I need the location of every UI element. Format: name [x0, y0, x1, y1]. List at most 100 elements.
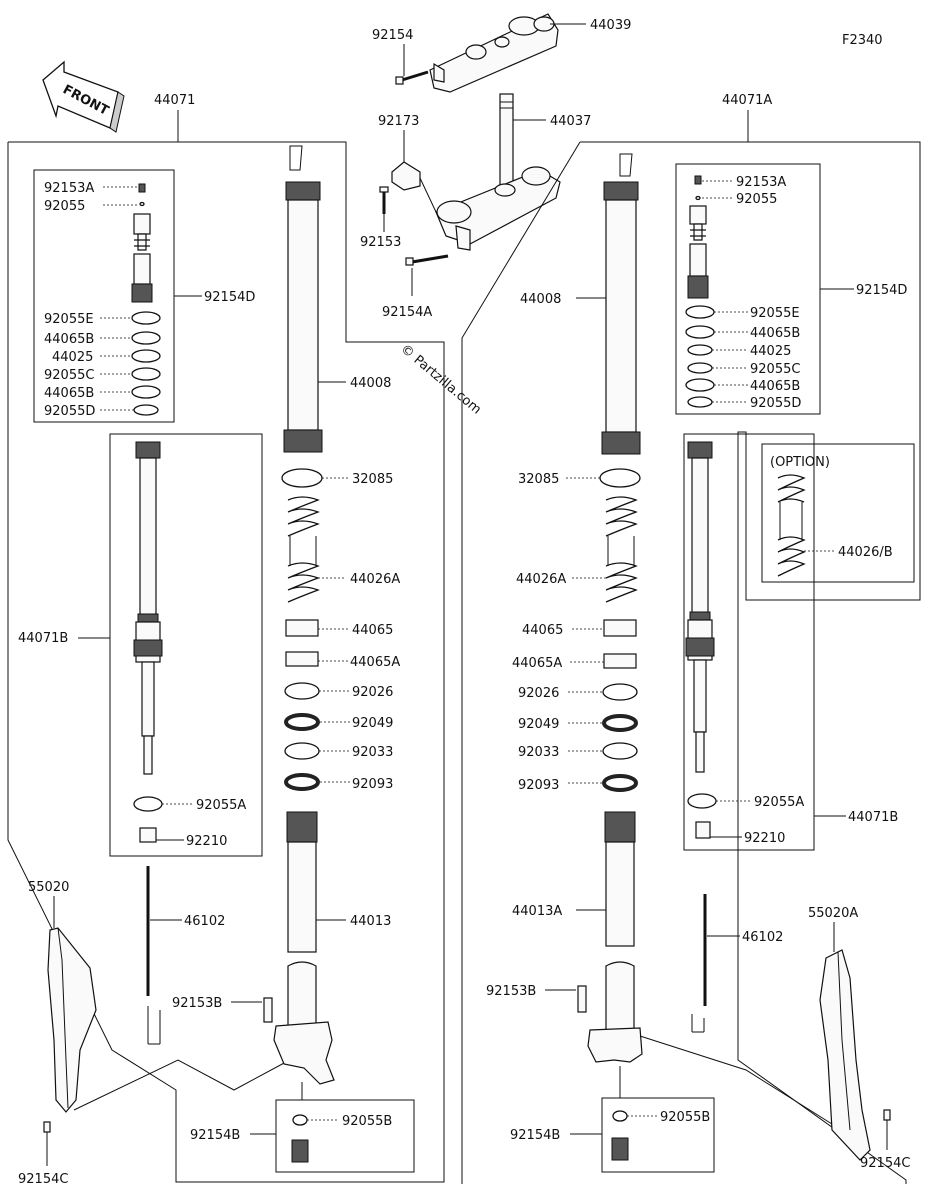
ring-44025-right	[687, 344, 713, 356]
inner-tube-44013A-right	[587, 811, 643, 1063]
label-left-92153B: 92153B	[172, 996, 222, 1011]
label-right-92153A: 92153A	[736, 175, 786, 190]
label-left-92055E: 92055E	[44, 312, 94, 327]
outer-tube-44008-left	[283, 145, 323, 453]
cartridge-cap-assembly-left	[131, 183, 153, 303]
label-right-92026: 92026	[518, 686, 559, 701]
fork-guard-55020-left	[47, 927, 97, 1113]
seal-92093-left	[284, 773, 320, 791]
bushing-44065A-right	[603, 653, 637, 669]
label-left-92033: 92033	[352, 745, 393, 760]
label-right-44065A: 44065A	[512, 656, 562, 671]
label-right-92153B: 92153B	[486, 984, 536, 999]
washer-92026-right	[602, 683, 638, 701]
label-right-92055E: 92055E	[750, 306, 800, 321]
ring-92055E-left	[131, 311, 161, 325]
label-right-44013A: 44013A	[512, 904, 562, 919]
seal-92049-left	[284, 713, 320, 731]
label-left-92055C: 92055C	[44, 368, 94, 383]
bushing-44065A-left	[285, 651, 319, 667]
label-right-44008: 44008	[520, 292, 561, 307]
seal-92049-right	[602, 714, 638, 732]
bolt-92154B-right	[611, 1137, 629, 1161]
bolt-92154B-left	[291, 1139, 309, 1163]
cap-92210-right	[695, 821, 711, 839]
bushing-44065-left	[285, 619, 319, 637]
label-left-92055: 92055	[44, 199, 85, 214]
label-left-44065: 44065	[352, 623, 393, 638]
label-right-92154B: 92154B	[510, 1128, 560, 1143]
upper-bracket-part	[429, 13, 559, 93]
label-left-46102: 46102	[184, 914, 225, 929]
box-92154B-left	[275, 1099, 415, 1173]
label-left-44071B: 44071B	[18, 631, 68, 646]
label-right-44065B-1: 44065B	[750, 326, 800, 341]
washer-92026-left	[284, 682, 320, 700]
label-right-92093: 92093	[518, 778, 559, 793]
label-right-92210: 92210	[744, 831, 785, 846]
label-44071: 44071	[154, 93, 195, 108]
label-right-46102: 46102	[742, 930, 783, 945]
clip-92033-left	[284, 742, 320, 760]
label-left-92055B: 92055B	[342, 1114, 392, 1129]
label-left-92055D: 92055D	[44, 404, 95, 419]
label-left-92154D: 92154D	[204, 290, 255, 305]
label-right-92033: 92033	[518, 745, 559, 760]
option-box	[761, 443, 915, 583]
label-left-92026: 92026	[352, 685, 393, 700]
steering-stem-part	[435, 93, 561, 251]
oring-92055B-right	[612, 1110, 628, 1122]
label-right-44071B: 44071B	[848, 810, 898, 825]
label-92154: 92154	[372, 28, 413, 43]
damper-box-44071B-right	[683, 433, 815, 851]
damper-box-44071B-left	[109, 433, 263, 857]
front-arrow-icon: FRONT	[42, 60, 125, 133]
label-92173: 92173	[378, 114, 419, 129]
box-92154B-right	[601, 1097, 715, 1173]
fork-guard-55020A-right	[819, 949, 871, 1161]
cartridge-cap-assembly-right	[687, 175, 709, 299]
label-44071A: 44071A	[722, 93, 772, 108]
label-right-55020A: 55020A	[808, 906, 858, 921]
label-left-44065B-2: 44065B	[44, 386, 94, 401]
ring-32085-right	[599, 468, 641, 488]
ring-44065B-left-1	[131, 331, 161, 345]
option-label: (OPTION)	[770, 455, 830, 470]
outer-tube-44008-right	[601, 153, 641, 455]
ring-44065B-right-1	[685, 325, 715, 339]
ring-44065B-right-2	[685, 378, 715, 392]
label-left-92049: 92049	[352, 716, 393, 731]
spring-44026A-left	[287, 496, 320, 603]
oring-92055B-left	[292, 1114, 308, 1126]
label-left-44026A: 44026A	[350, 572, 400, 587]
damper-cartridge-left	[133, 441, 163, 775]
label-right-92055A: 92055A	[754, 795, 804, 810]
ring-32085-left	[281, 468, 323, 488]
label-right-32085: 32085	[518, 472, 559, 487]
ring-92055C-right	[687, 362, 713, 374]
cap-92210-left	[139, 827, 157, 843]
label-right-92055D: 92055D	[750, 396, 801, 411]
label-left-92153A: 92153A	[44, 181, 94, 196]
figure-code: F2340	[842, 33, 883, 48]
spring-44026B-option	[777, 474, 806, 577]
label-left-44008: 44008	[350, 376, 391, 391]
label-right-92154C: 92154C	[860, 1156, 910, 1171]
spring-44026A-right	[605, 496, 638, 603]
bolt-92153B-left	[263, 997, 273, 1023]
damper-cartridge-right	[685, 441, 715, 773]
label-right-44025: 44025	[750, 344, 791, 359]
label-right-92055B: 92055B	[660, 1110, 710, 1125]
label-left-92093: 92093	[352, 777, 393, 792]
ring-92055A-right	[687, 793, 717, 809]
label-right-92055: 92055	[736, 192, 777, 207]
inner-tube-44013-left	[273, 811, 335, 1085]
ring-44025-left	[131, 349, 161, 363]
label-right-44026A: 44026A	[516, 572, 566, 587]
bolt-92153B-right	[577, 985, 587, 1013]
label-right-92049: 92049	[518, 717, 559, 732]
bolt-92154-part	[395, 70, 429, 85]
label-92153: 92153	[360, 235, 401, 250]
label-left-92154B: 92154B	[190, 1128, 240, 1143]
